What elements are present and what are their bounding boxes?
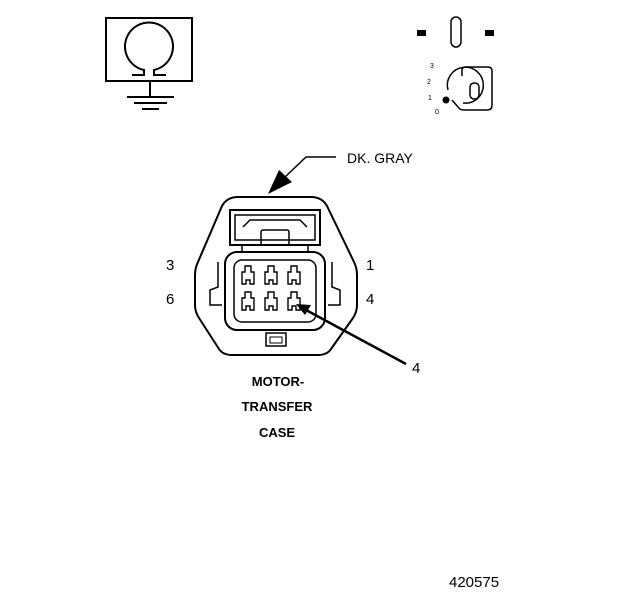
callout-label: 4: [412, 360, 420, 377]
wire-leader: [268, 156, 336, 194]
pin-label-bottom-right: 4: [366, 291, 374, 308]
pin-cavity-1: [287, 265, 301, 285]
pin-cavity-2: [264, 265, 278, 285]
key-position-2: 2: [427, 79, 431, 86]
ground-icon: [127, 81, 174, 110]
wire-arrow-icon: [268, 170, 292, 194]
key-position-3: 3: [430, 63, 434, 70]
connector-caption-line1: MOTOR-: [252, 374, 304, 389]
pin-label-bottom-left: 6: [166, 291, 174, 308]
figure-number: 420575: [449, 574, 499, 591]
key-position-0: 0: [435, 109, 439, 116]
ignition-key-icon: [417, 16, 494, 111]
pin-cavity-4: [287, 291, 301, 311]
pin-cavity-3: [241, 265, 255, 285]
connector-body: [194, 196, 358, 356]
pin-label-top-right: 1: [366, 257, 374, 274]
key-position-1: 1: [428, 95, 432, 102]
wire-color-label: DK. GRAY: [347, 150, 414, 166]
pin-cavities: [241, 265, 301, 311]
pin-cavity-6: [241, 291, 255, 311]
pin-label-top-left: 3: [166, 257, 174, 274]
connector-caption-line2: TRANSFER: [242, 399, 313, 414]
callout-leader: [296, 304, 407, 366]
pin-cavity-5: [264, 291, 278, 311]
callout-arrow-icon: [296, 304, 311, 315]
ohmmeter-icon: [105, 17, 193, 82]
connector-caption-line3: CASE: [259, 425, 295, 440]
